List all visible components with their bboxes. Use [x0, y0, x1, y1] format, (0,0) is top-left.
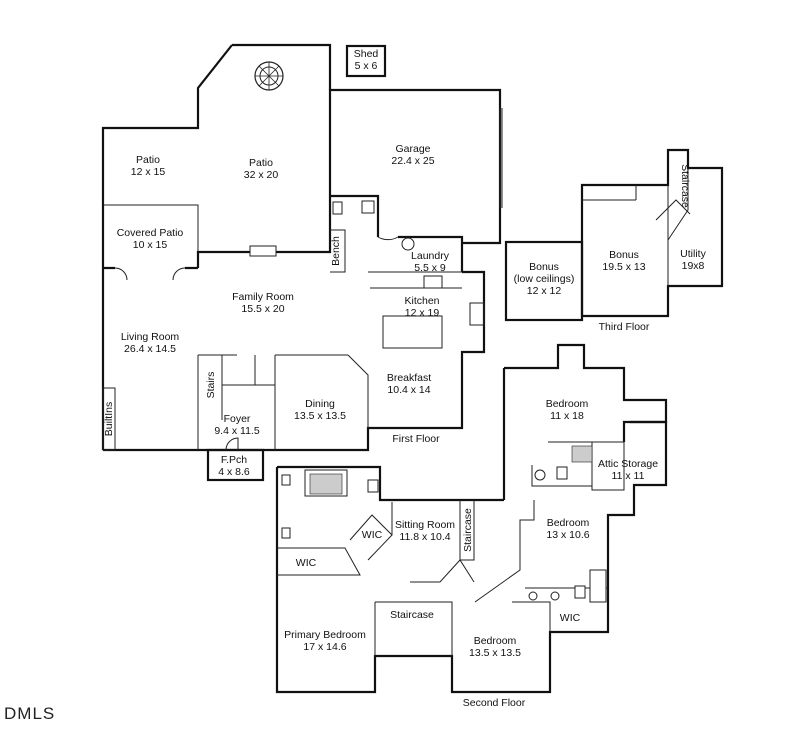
first-floor-walls	[101, 43, 503, 482]
utility-sink	[361, 200, 375, 214]
vanity-sink	[281, 474, 291, 486]
attic-storage-size: 11 x 11	[612, 470, 645, 482]
second-floor-bottom	[275, 467, 610, 694]
kitchen-size: 12 x 19	[405, 307, 440, 319]
patio-left-name: Patio	[136, 154, 160, 166]
wic-right-label: WIC	[560, 612, 581, 624]
hall-sink	[534, 469, 546, 481]
garage-size: 22.4 x 25	[391, 155, 434, 167]
living-room-name: Living Room	[121, 331, 180, 343]
utility-name: Utility	[680, 248, 706, 260]
bonus-low-size: 12 x 12	[527, 285, 562, 297]
staircase-second-h-label: Staircase	[390, 609, 434, 621]
living-room-size: 26.4 x 14.5	[124, 343, 176, 355]
attic-storage-name: Attic Storage	[598, 458, 658, 470]
kitchen-outline	[103, 270, 486, 452]
hall-shower	[571, 445, 593, 463]
dining-size: 13.5 x 13.5	[294, 410, 346, 422]
sink	[469, 302, 485, 326]
covered-patio-outline	[103, 204, 199, 268]
builtins-outline	[102, 387, 116, 451]
covered-patio-name: Covered Patio	[117, 227, 184, 239]
shed-name: Shed	[354, 48, 379, 60]
attic-outline	[606, 420, 668, 606]
staircase-second-v-label: Staircase	[462, 508, 474, 552]
bench-outline	[330, 229, 346, 273]
bath-toilet	[574, 585, 586, 599]
second-floor-label: Second Floor	[463, 697, 526, 709]
room-labels: Shed 5 x 6 Garage 22.4 x 25 Patio 12 x 1…	[103, 48, 707, 659]
bonus-low-name: Bonus	[529, 261, 559, 273]
builtins-label: BuiltIns	[103, 402, 115, 436]
fireplace	[249, 245, 277, 257]
shed-outline	[345, 44, 387, 78]
bonus-name: Bonus	[609, 249, 639, 261]
family-room-size: 15.5 x 20	[241, 303, 284, 315]
bonus-outline	[580, 148, 724, 318]
primary-bedroom-size: 17 x 14.6	[303, 641, 346, 653]
bench-label: Bench	[330, 236, 342, 266]
laundry-name: Laundry	[411, 250, 450, 262]
patio-outline	[101, 43, 332, 450]
front-porch-outline	[206, 448, 265, 482]
laundry-sink	[401, 237, 415, 251]
bedroom-top-size: 11 x 18	[550, 410, 584, 422]
toilet	[332, 201, 343, 215]
first-floor-label: First Floor	[392, 433, 440, 445]
kitchen-island	[382, 315, 443, 349]
range	[423, 275, 443, 289]
dining-name: Dining	[305, 398, 335, 410]
foyer-name: Foyer	[224, 413, 251, 425]
primary-toilet	[367, 479, 379, 493]
laundry-outline	[330, 194, 464, 272]
foyer-size: 9.4 x 11.5	[214, 425, 259, 437]
patio-right-name: Patio	[249, 157, 273, 169]
bedroom-mid-size: 13 x 10.6	[546, 529, 589, 541]
breakfast-size: 10.4 x 14	[387, 384, 430, 396]
garage-outline	[196, 88, 502, 268]
sitting-room-size: 11.8 x 10.4	[399, 531, 450, 543]
covered-patio-size: 10 x 15	[133, 239, 168, 251]
shed-size: 5 x 6	[355, 60, 378, 72]
patio-left-size: 12 x 15	[131, 166, 166, 178]
wic-mid-label: WIC	[362, 529, 383, 541]
second-floor-walls	[275, 343, 668, 694]
bonus-low-note: (low ceilings)	[514, 273, 575, 285]
second-floor-top	[277, 465, 504, 502]
sitting-room-name: Sitting Room	[395, 519, 455, 531]
stairs-label: Stairs	[205, 372, 217, 399]
bedroom-mid-name: Bedroom	[547, 517, 590, 529]
dmls-logo: DMLS	[4, 704, 55, 723]
fpch-size: 4 x 8.6	[218, 466, 250, 478]
fire-pit	[254, 61, 284, 91]
hall-toilet	[556, 466, 568, 480]
third-floor-label: Third Floor	[599, 321, 650, 333]
fpch-name: F.Pch	[221, 454, 247, 466]
staircase-third-label: Staircase	[679, 164, 691, 208]
bedroom-bottom-size: 13.5 x 13.5	[469, 647, 521, 659]
laundry-size: 5.5 x 9	[414, 262, 446, 274]
patio-door-swings	[114, 267, 186, 281]
bath-sink-1	[528, 591, 538, 601]
bath-sink-2	[550, 591, 560, 601]
bathtub	[589, 569, 607, 603]
vanity-sink-2	[281, 527, 291, 539]
third-floor-walls	[504, 148, 724, 322]
kitchen-name: Kitchen	[404, 295, 439, 307]
garage-name: Garage	[395, 143, 430, 155]
patio-right-size: 32 x 20	[244, 169, 279, 181]
family-room-name: Family Room	[232, 291, 294, 303]
front-door-swing	[225, 437, 239, 451]
wic-left-label: WIC	[296, 557, 317, 569]
bedroom-bottom-name: Bedroom	[474, 635, 517, 647]
breakfast-name: Breakfast	[387, 372, 431, 384]
floor-labels: First Floor Third Floor Second Floor	[392, 321, 650, 709]
primary-bedroom-name: Primary Bedroom	[284, 629, 366, 641]
bonus-size: 19.5 x 13	[602, 261, 645, 273]
utility-size: 19x8	[682, 260, 705, 272]
bedroom-top-name: Bedroom	[546, 398, 589, 410]
